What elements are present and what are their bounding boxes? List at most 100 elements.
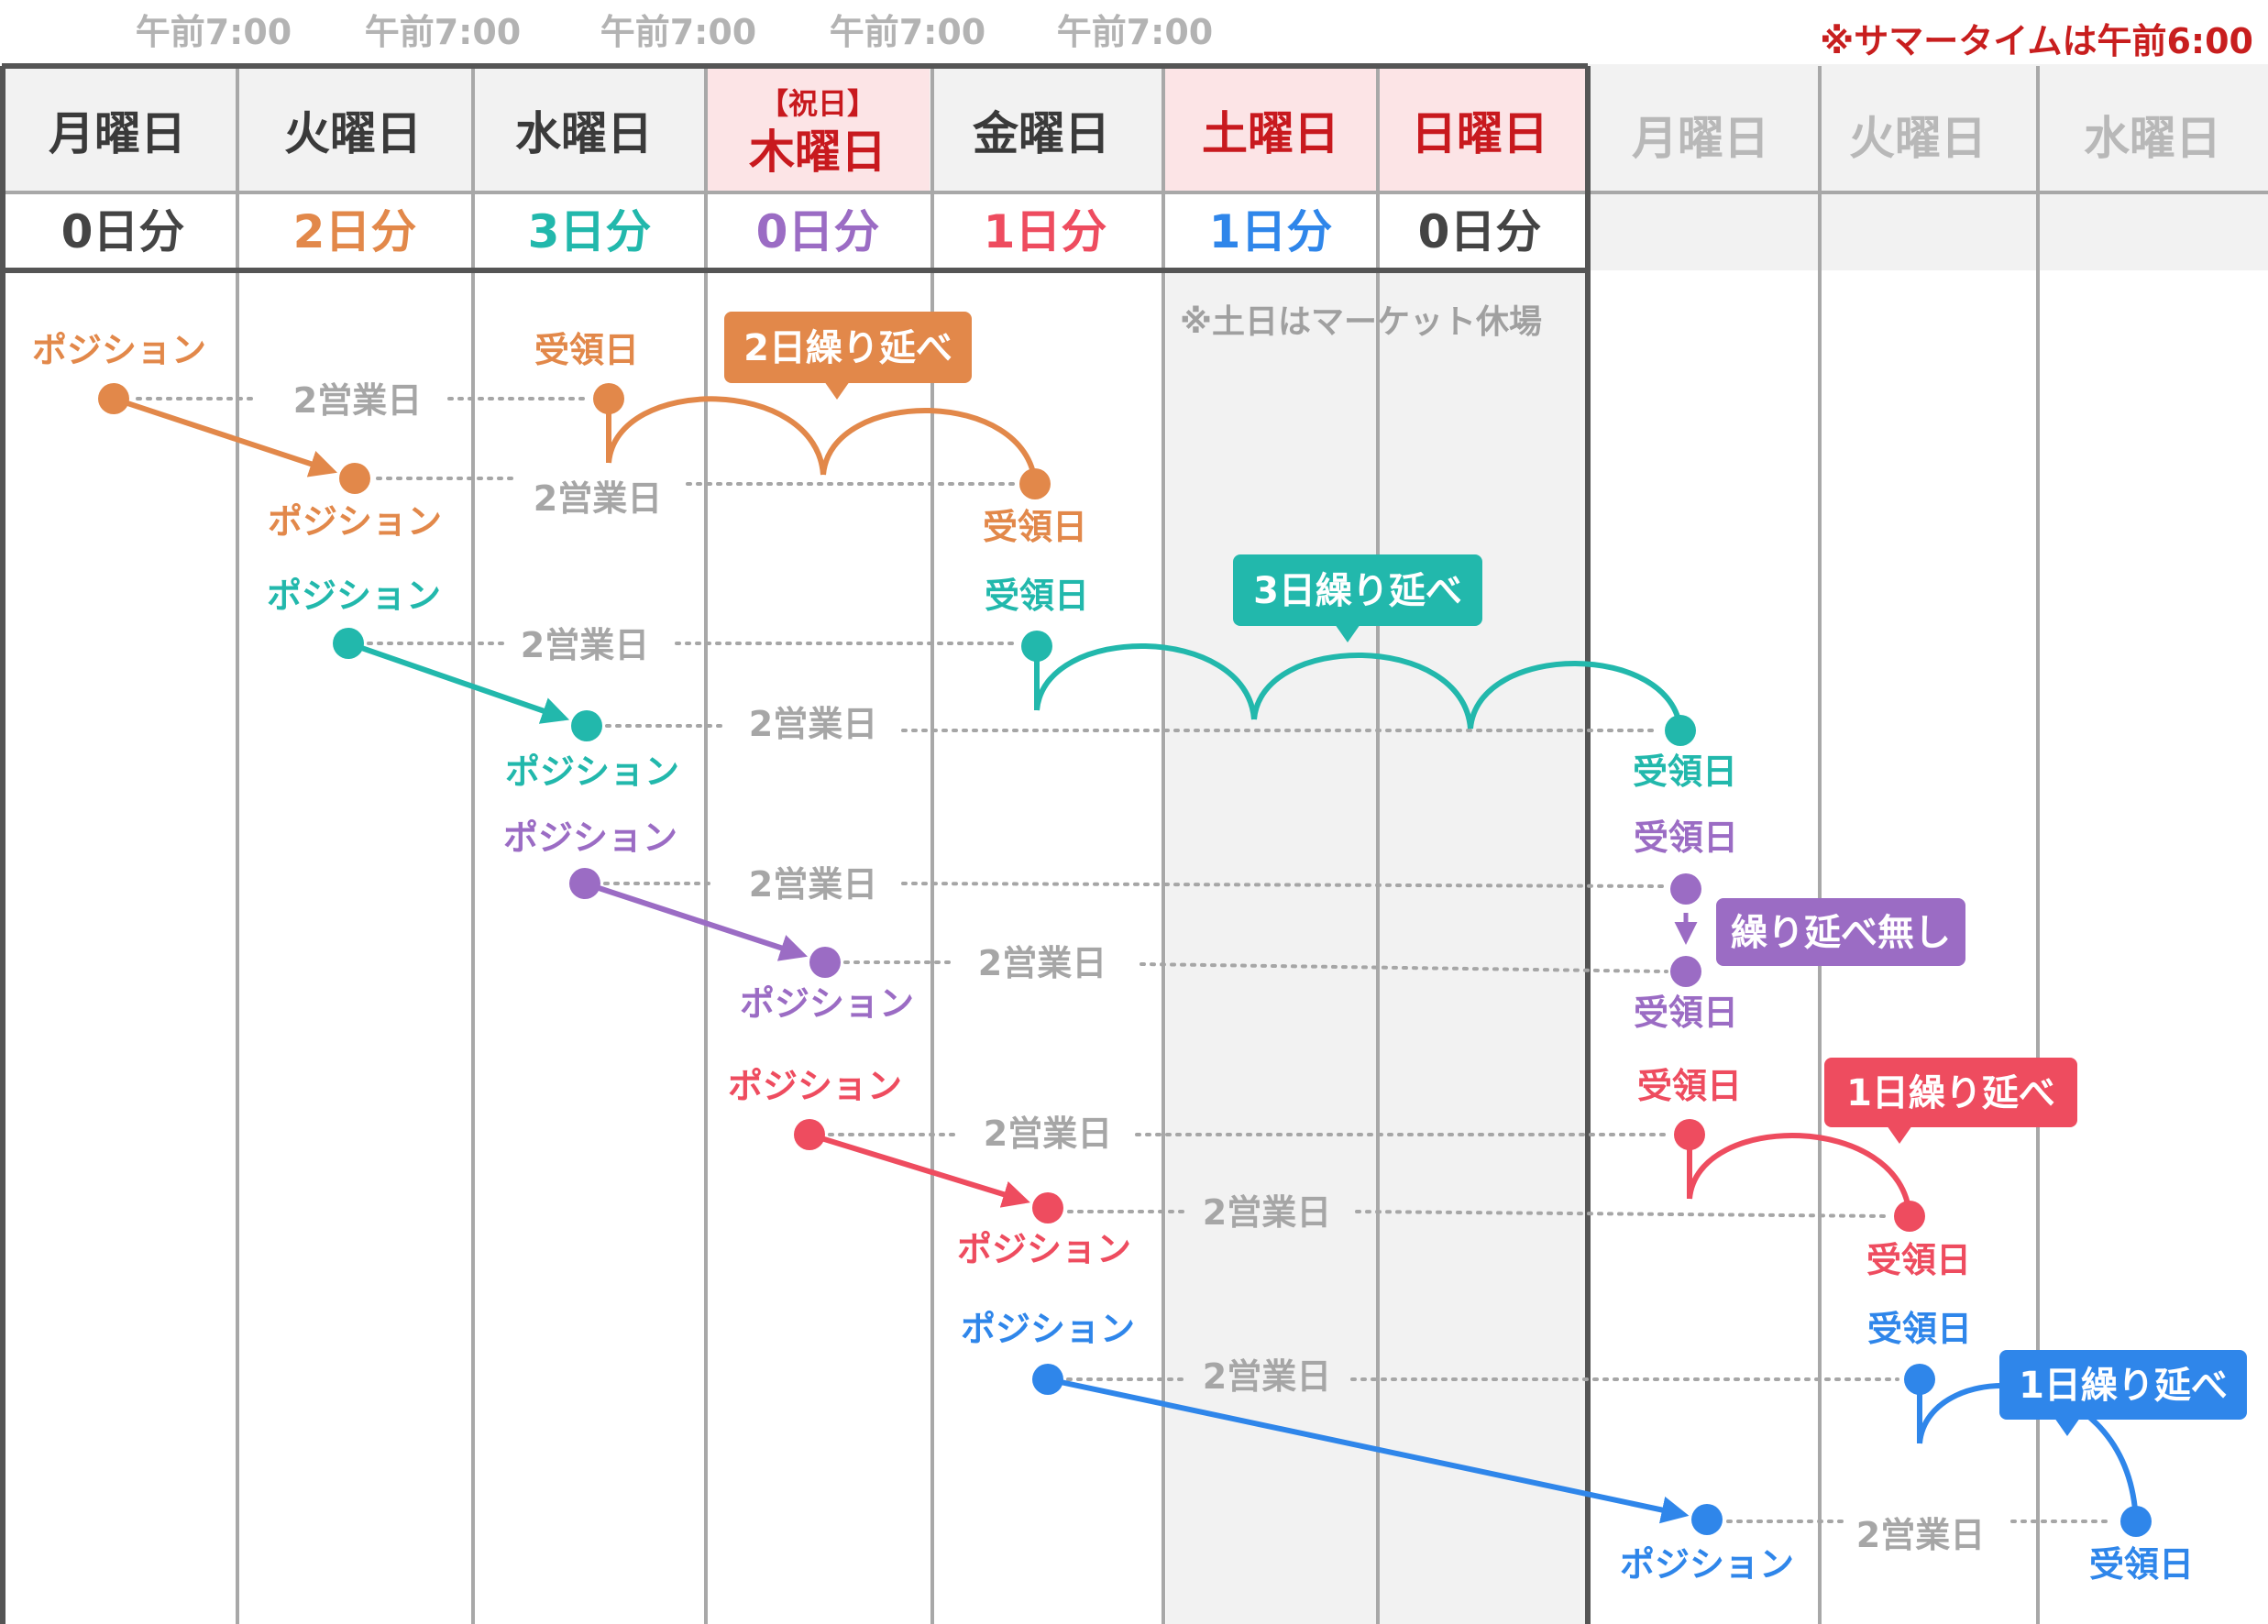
position-shift-arrow xyxy=(584,881,808,961)
receive-label: 受領日 xyxy=(1637,1066,1742,1106)
position-shift-arrow xyxy=(347,641,570,724)
rollover-tag-box xyxy=(1999,1350,2247,1420)
position-point xyxy=(1691,1504,1723,1535)
time-label: 午前7:00 xyxy=(600,12,757,52)
day-header: 月曜日 xyxy=(49,107,186,160)
position-shift-arrow xyxy=(1047,1377,1690,1524)
position-label: ポジション xyxy=(505,752,679,792)
rollover-arc xyxy=(1687,1132,1912,1217)
rollover-tag-box xyxy=(1716,898,1965,966)
position-label: ポジション xyxy=(32,330,206,370)
receive-label: 受領日 xyxy=(1633,752,1737,792)
position-arrows xyxy=(113,396,1690,1524)
rollover-arc xyxy=(1034,642,1257,720)
position-point xyxy=(571,710,602,741)
business-day-dotted-line xyxy=(1140,962,1668,973)
day-header: 火曜日 xyxy=(1849,112,1987,165)
position-shift-arrow xyxy=(113,396,338,477)
market-closed-note: ※土日はマーケット休場 xyxy=(1180,303,1542,341)
position-label: ポジション xyxy=(961,1309,1135,1349)
position-point xyxy=(98,383,129,414)
holiday-header-bg xyxy=(706,66,930,191)
column-grid xyxy=(2,66,2268,1624)
position-point xyxy=(1032,1364,1063,1395)
receive-point xyxy=(1021,631,1052,662)
receive-label: 受領日 xyxy=(983,507,1087,547)
business-days-label: 2営業日 xyxy=(1856,1515,1985,1555)
rollover-arc xyxy=(1251,652,1473,730)
receive-point xyxy=(1670,873,1701,905)
business-day-lines xyxy=(136,397,2115,1523)
receive-label: 受領日 xyxy=(534,330,639,370)
position-label: ポジション xyxy=(957,1229,1131,1269)
business-days-label: 2営業日 xyxy=(749,704,877,744)
time-labels: 午前7:00 午前7:00 午前7:00 午前7:00 午前7:00 xyxy=(136,12,1214,52)
rollover-count: 0日分 xyxy=(756,205,880,258)
position-point xyxy=(569,868,600,899)
rollover-tag-text: 1日繰り延べ xyxy=(1846,1072,2055,1114)
rollover-tag-text: 繰り延べ無し xyxy=(1731,912,1951,954)
time-label: 午前7:00 xyxy=(830,12,986,52)
rollover-tag-box xyxy=(724,312,972,383)
day-header: 日曜日 xyxy=(1411,107,1548,160)
time-label: 午前7:00 xyxy=(136,12,292,52)
rollover-tag-tail xyxy=(1887,1125,1912,1144)
rollover-count: 1日分 xyxy=(984,205,1107,258)
rollover-tag-text: 2日繰り延べ xyxy=(743,327,952,369)
position-label: ポジション xyxy=(740,983,914,1024)
business-days-label: 2営業日 xyxy=(1203,1192,1331,1233)
receive-point xyxy=(1894,1201,1925,1232)
receive-point xyxy=(1904,1364,1935,1395)
receive-point xyxy=(1019,468,1051,499)
position-point xyxy=(333,628,364,659)
point-labels: 2営業日2営業日ポジションポジション受領日受領日2営業日2営業日ポジションポジシ… xyxy=(32,330,2194,1585)
receive-point xyxy=(593,383,624,414)
points xyxy=(98,383,2152,1537)
receive-label: 受領日 xyxy=(1866,1240,1971,1280)
rollover-tag-text: 3日繰り延べ xyxy=(1253,570,1462,612)
business-days-label: 2営業日 xyxy=(521,625,649,665)
rollover-arc xyxy=(606,396,826,476)
rollover-tag-tail xyxy=(824,381,850,400)
receive-label: 受領日 xyxy=(1634,817,1738,858)
rollover-count: 3日分 xyxy=(528,205,652,258)
rollover-arc xyxy=(820,407,1038,485)
business-days-label: 2営業日 xyxy=(978,943,1106,983)
receive-point xyxy=(1665,715,1696,746)
weekend-header-bg xyxy=(1163,66,1585,191)
business-days-label: 2営業日 xyxy=(749,864,877,905)
day-header: 木曜日 xyxy=(749,126,886,179)
rollover-tag-tail xyxy=(1335,624,1360,642)
next-week-header-shade xyxy=(1588,64,2268,270)
position-label: ポジション xyxy=(728,1066,902,1106)
position-label: ポジション xyxy=(268,501,442,542)
rollover-tag-box xyxy=(1233,554,1482,626)
position-label: ポジション xyxy=(267,576,441,616)
business-day-dotted-line xyxy=(1355,1210,1890,1218)
day-header: 水曜日 xyxy=(515,107,653,160)
position-point xyxy=(1032,1192,1063,1223)
position-point xyxy=(809,947,841,978)
receive-label: 受領日 xyxy=(2089,1544,2194,1585)
receive-point xyxy=(1670,956,1701,987)
receive-point xyxy=(1674,1119,1705,1150)
position-label: ポジション xyxy=(1620,1544,1794,1585)
summer-time-note: ※サマータイムは午前6:00 xyxy=(1820,21,2253,61)
time-label: 午前7:00 xyxy=(1057,12,1214,52)
rollover-count: 2日分 xyxy=(293,205,417,258)
position-point xyxy=(794,1119,825,1150)
time-label: 午前7:00 xyxy=(365,12,522,52)
rollover-tag-text: 1日繰り延べ xyxy=(2019,1365,2228,1407)
day-header: 月曜日 xyxy=(1632,112,1769,165)
business-day-dotted-line xyxy=(901,882,1668,888)
rollover-count: 0日分 xyxy=(1418,205,1542,258)
receive-label: 受領日 xyxy=(1634,993,1738,1033)
business-days-label: 2営業日 xyxy=(534,478,662,519)
position-point xyxy=(339,463,370,494)
business-days-label: 2営業日 xyxy=(1203,1356,1331,1397)
day-headers: 月曜日火曜日水曜日木曜日金曜日土曜日日曜日月曜日火曜日水曜日 xyxy=(49,107,2221,179)
